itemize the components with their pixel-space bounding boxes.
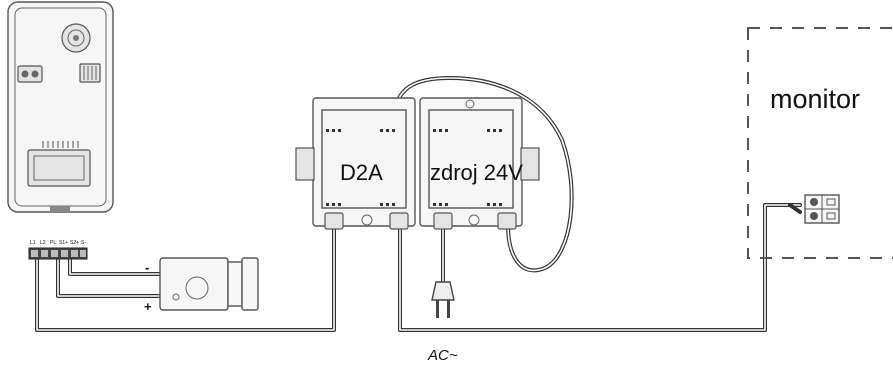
din-module-icon	[295, 97, 416, 230]
wire-monitor-second	[788, 203, 802, 214]
terminal-label-pl: PL	[50, 240, 56, 246]
din-module-icon	[419, 97, 540, 230]
terminal-block-icon	[804, 194, 840, 224]
door-terminal-block: L1 L2 PL S1+ S2+ S-	[28, 240, 88, 260]
terminal-label-s2: S2+	[70, 240, 79, 246]
terminal-label-s1: S1+	[59, 240, 68, 246]
power-plug-icon	[431, 281, 455, 318]
outdoor-panel-icon	[7, 1, 114, 213]
electric-lock-icon	[159, 257, 259, 311]
terminal-label-l2: L2	[40, 240, 46, 246]
lock-minus-sign: -	[145, 260, 149, 275]
terminal-label-sminus: S-	[81, 240, 86, 246]
terminal-label-l1: L1	[30, 240, 36, 246]
lock-plus-sign: +	[144, 299, 152, 314]
wires	[35, 76, 802, 332]
psu-label: zdroj 24V	[430, 160, 523, 185]
ac-label: AC~	[427, 347, 458, 364]
monitor-outline	[747, 27, 893, 259]
d2a-label: D2A	[340, 160, 383, 185]
monitor-label: monitor	[770, 84, 860, 114]
